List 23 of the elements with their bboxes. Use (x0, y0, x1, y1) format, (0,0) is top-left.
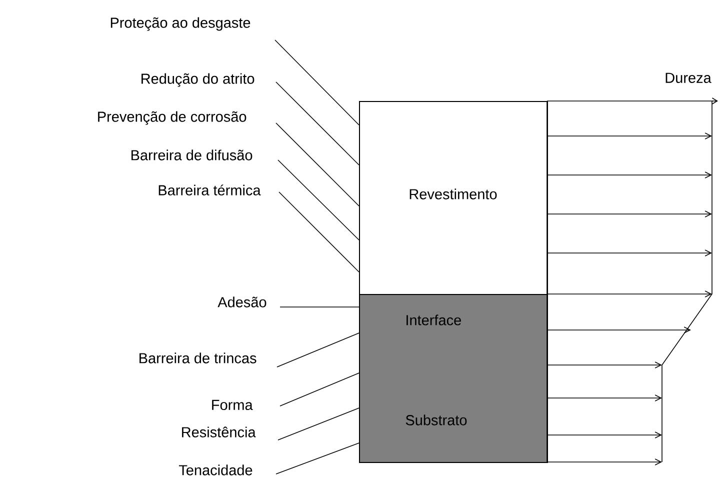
label: Barreira de trincas (140, 352, 256, 364)
leader-line (276, 82, 360, 166)
coating-block: Revestimento (359, 101, 548, 295)
label: Proteção ao desgaste (110, 17, 250, 31)
leader-line (276, 122, 360, 206)
leader-line (280, 306, 360, 308)
leader-line (276, 442, 360, 474)
label: Forma (212, 400, 253, 410)
label: Barreira térmica (158, 184, 261, 196)
axis-label: Dureza (666, 72, 712, 83)
leader-line (276, 332, 360, 368)
label: Resistência (182, 426, 256, 438)
label: Redução do atrito (142, 73, 254, 87)
leader-line (274, 40, 360, 126)
leader-line (280, 372, 360, 406)
label: Adesão (218, 296, 266, 308)
label: Tenacidade (178, 464, 252, 476)
label: Barreira de difusão (131, 150, 252, 160)
label: Prevenção de corrosão (98, 111, 246, 125)
substrate-block: Interface Substrato (359, 294, 548, 463)
leader-line (278, 192, 360, 272)
leader-line (278, 160, 360, 240)
leader-line (278, 408, 360, 440)
